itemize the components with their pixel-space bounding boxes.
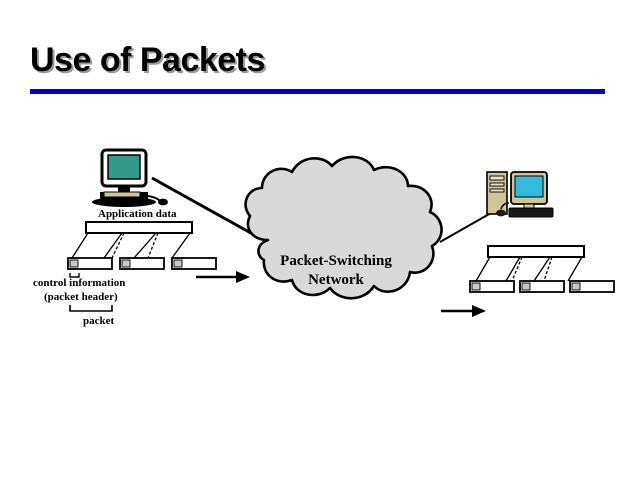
application-data-label: Application data	[98, 208, 177, 220]
packet	[519, 280, 565, 293]
destination-application-data-bar	[487, 245, 585, 258]
destination-computer-icon	[486, 171, 554, 218]
packet-label: packet	[83, 315, 115, 327]
packet	[119, 257, 165, 270]
cloud-label-line2: Network	[308, 272, 364, 288]
packet-header-label: (packet header)	[44, 291, 118, 303]
source-application-data-bar	[85, 221, 193, 234]
page-title: Use of Packets	[30, 41, 265, 79]
packet	[67, 257, 113, 270]
packet	[469, 280, 515, 293]
arrow-into-cloud-icon	[196, 271, 250, 283]
destination-packet-row	[469, 280, 615, 293]
packet	[171, 257, 217, 270]
title-underline-rule	[30, 89, 605, 94]
source-computer-icon	[92, 148, 168, 207]
link-source-to-cloud	[151, 176, 259, 239]
destination-reassembly-lines	[475, 256, 583, 282]
source-packet-row	[67, 257, 217, 270]
cloud-label-line1: Packet-Switching	[280, 253, 392, 269]
cloud-label: Packet-Switching Network	[256, 252, 416, 290]
control-information-bracket	[69, 273, 80, 278]
packet-bracket	[69, 305, 113, 312]
packet-switching-network-cloud	[244, 155, 443, 300]
control-information-label: control information	[33, 277, 126, 289]
packet	[569, 280, 615, 293]
source-segmentation-lines	[71, 232, 191, 259]
arrow-out-of-cloud-icon	[441, 305, 486, 317]
